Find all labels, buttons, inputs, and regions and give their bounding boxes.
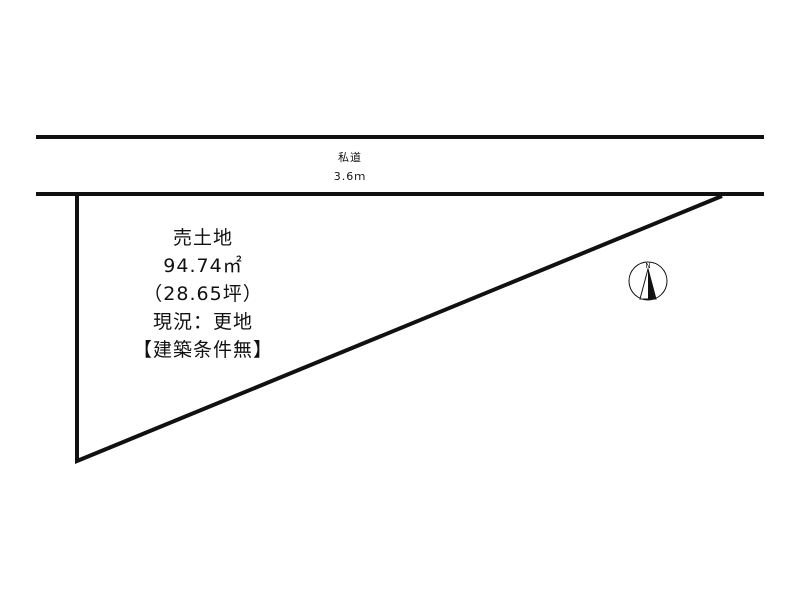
north-arrow-icon: N xyxy=(628,261,668,301)
lot-boundary xyxy=(75,194,723,464)
road-width: 3.6ｍ xyxy=(333,170,367,183)
lot-area-sqm: 94.74㎡ xyxy=(163,255,243,277)
lot-title: 売土地 xyxy=(172,227,233,249)
north-label: N xyxy=(645,262,650,270)
lot-conditions: 【建築条件無】 xyxy=(132,339,273,361)
lot-area-tsubo: （28.65坪） xyxy=(143,283,263,305)
lot-status: 現況：更地 xyxy=(152,311,253,333)
lot-info: 売土地 94.74㎡ （28.65坪） 現況：更地 【建築条件無】 xyxy=(108,224,298,364)
road-name: 私道 xyxy=(338,151,362,164)
